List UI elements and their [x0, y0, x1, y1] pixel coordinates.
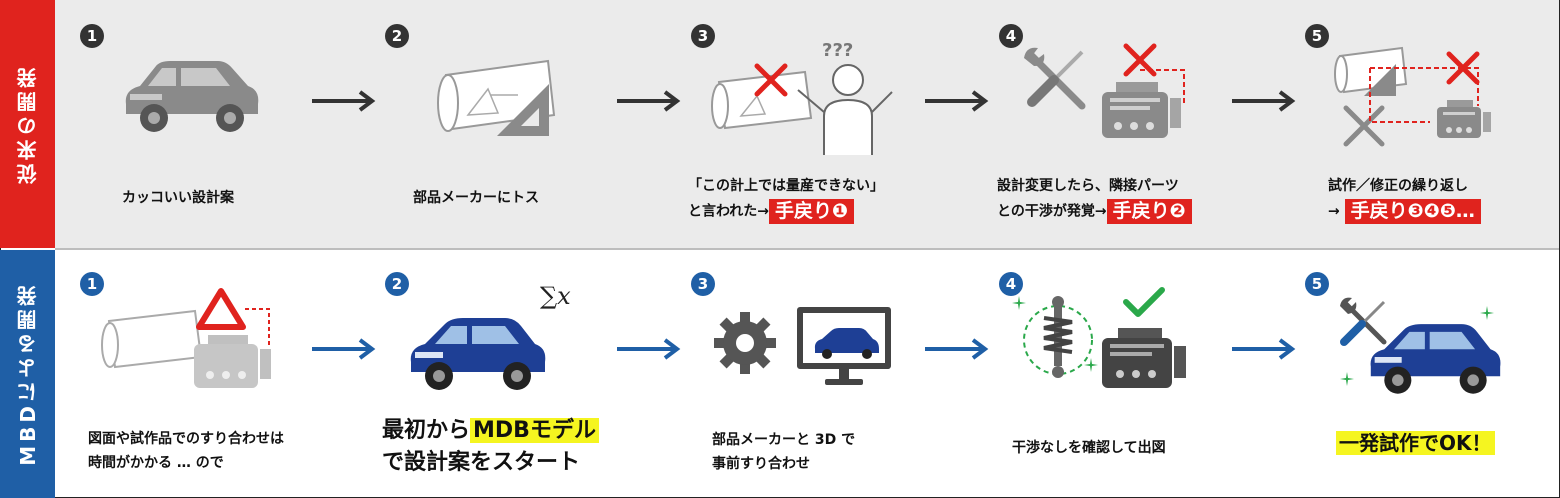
confused-person-icon — [797, 64, 893, 155]
warning-triangle-icon — [196, 288, 246, 330]
mbd-step4-caption: 干渉なしを確認して出図 — [1012, 440, 1166, 456]
return-badge-2: 手戻り❷ — [1106, 199, 1192, 224]
conv-step1-caption: カッコいい設計案 — [122, 190, 234, 206]
wrench-icon — [1343, 105, 1385, 147]
engine-icon — [1102, 328, 1186, 388]
conventional-section-label: 従来の開発 — [0, 0, 55, 248]
mdb-model-highlight: MDBモデル — [470, 418, 599, 443]
conv-step3-caption-line1: 「この計上では量産できない」 — [688, 178, 884, 194]
mbd-step2-caption-line2: で設計案をスタート — [382, 450, 581, 475]
conv-step4-caption-line2: との干渉が発覚→手戻り❷ — [997, 199, 1192, 224]
screwdriver-icon — [1027, 50, 1084, 107]
conv-step4-caption-line1: 設計変更したら、隣接パーツ — [997, 178, 1179, 194]
arrow-icon — [617, 338, 681, 360]
mbd-step3-caption-line2: 事前すり合わせ — [712, 456, 810, 472]
arrow-icon — [617, 90, 681, 112]
car-icon — [125, 61, 259, 132]
sum-formula: ∑x — [540, 282, 571, 310]
engine-icon — [1437, 100, 1491, 138]
step-number-2: 2 — [385, 24, 409, 48]
arrow-icon — [312, 90, 376, 112]
step-number-4: 4 — [999, 24, 1023, 48]
sparkle-icon — [1340, 372, 1354, 386]
mbd-step5-caption: 一発試作でOK！ — [1336, 428, 1495, 458]
engine-icon — [1102, 82, 1181, 138]
interference-dashed-line — [1369, 67, 1479, 123]
question-marks: ??? — [822, 40, 854, 61]
mbd-step1-caption-line1: 図面や試作品でのすり合わせは — [88, 431, 284, 447]
step-number-3: 3 — [691, 272, 715, 296]
gear-icon — [714, 312, 776, 374]
conv-step3-caption-line2: と言われた→手戻り❶ — [688, 199, 855, 224]
conv-step5-caption-line1: 試作／修正の繰り返し — [1328, 178, 1468, 194]
section-divider — [55, 248, 1559, 250]
step-number-5: 5 — [1305, 272, 1329, 296]
arrow-icon — [1232, 338, 1296, 360]
mbd-section-label: MBDによる開発 — [0, 250, 55, 498]
check-icon — [1123, 287, 1165, 317]
arrow-icon — [312, 338, 376, 360]
triangle-ruler-icon — [1364, 64, 1396, 96]
monitor-icon — [797, 307, 891, 385]
sparkle-icon — [1084, 358, 1098, 372]
blueprint-icon — [101, 309, 203, 369]
return-badge-1: 手戻り❶ — [769, 199, 855, 224]
conv-step2-caption: 部品メーカーにトス — [413, 190, 539, 206]
step-number-1: 1 — [80, 272, 104, 296]
blueprint-icon — [711, 70, 813, 130]
arrow-icon — [925, 338, 989, 360]
arrow-icon — [1232, 90, 1296, 112]
mbd-step3-caption-line1: 部品メーカーと 3D で — [712, 432, 856, 448]
step-number-3: 3 — [691, 24, 715, 48]
engine-icon — [194, 335, 271, 388]
wrench-icon — [1340, 297, 1387, 346]
arrow-icon — [925, 90, 989, 112]
interference-dashed-line — [245, 308, 270, 345]
interference-dashed-line — [1140, 69, 1185, 106]
shock-absorber-icon — [1023, 296, 1093, 378]
conv-step5-caption-line2: → 手戻り❸❹❺… — [1328, 199, 1481, 224]
step-number-5: 5 — [1305, 24, 1329, 48]
cross-mark-icon — [1446, 51, 1480, 85]
car-icon — [410, 318, 546, 390]
triangle-ruler-icon — [497, 84, 549, 136]
return-badge-3: 手戻り❸❹❺… — [1344, 199, 1481, 224]
mbd-step1-caption-line2: 時間がかかる … ので — [88, 455, 224, 471]
step-number-2: 2 — [385, 272, 409, 296]
sparkle-icon — [1012, 296, 1026, 310]
cross-mark-icon — [754, 63, 788, 97]
sparkle-icon — [1480, 306, 1494, 320]
step-number-4: 4 — [999, 272, 1023, 296]
car-icon — [1370, 324, 1501, 394]
step-number-1: 1 — [80, 24, 104, 48]
